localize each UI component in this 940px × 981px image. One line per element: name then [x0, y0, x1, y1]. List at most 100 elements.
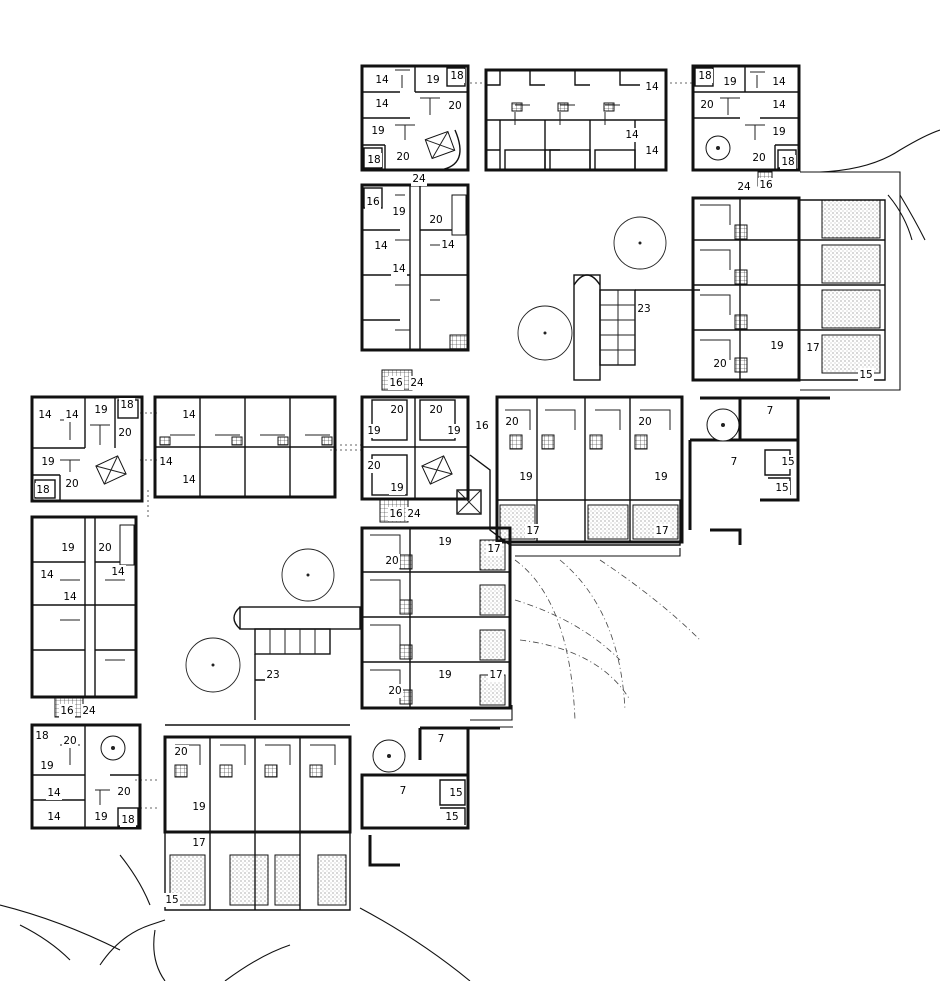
room-number-label: 24 [737, 181, 751, 193]
room-number-label: 23 [266, 669, 279, 681]
room-label-bg [388, 376, 404, 390]
room-number-label: 14 [40, 569, 54, 581]
room-label-bg [120, 813, 136, 827]
room-label-bg [373, 239, 389, 253]
room-label-bg [35, 483, 51, 497]
room-number-label: 14 [625, 129, 639, 141]
room-label-bg [433, 732, 449, 746]
room-number-label: 24 [412, 173, 426, 185]
room-number-label: 18 [36, 484, 49, 496]
room-number-label: 20 [63, 735, 76, 747]
room-label-bg [406, 507, 422, 521]
room-label-bg [644, 144, 660, 158]
room-number-label: 14 [772, 99, 786, 111]
room-number-label: 14 [392, 263, 406, 275]
room-number-label: 7 [731, 456, 738, 468]
room-number-label: 15 [449, 787, 462, 799]
block-west-wing [30, 515, 138, 718]
block-east-community [688, 396, 830, 545]
room-number-label: 19 [438, 536, 451, 548]
room-number-label: 19 [447, 425, 460, 437]
room-number-label: 20 [118, 427, 131, 439]
block-north-west-wing [360, 183, 470, 391]
room-label-bg [697, 69, 713, 83]
room-number-label: 14 [441, 239, 455, 251]
room-label-bg [389, 403, 405, 417]
room-number-label: 20 [396, 151, 409, 163]
room-label-bg [780, 455, 796, 469]
room-label-bg [699, 98, 715, 112]
room-label-bg [191, 800, 207, 814]
room-label-bg [93, 810, 109, 824]
room-number-label: 16 [366, 196, 380, 208]
room-label-bg [374, 73, 390, 87]
block-south-community [360, 726, 500, 867]
room-label-bg [525, 524, 541, 538]
room-label-bg [518, 470, 534, 484]
room-label-bg [428, 403, 444, 417]
room-label-bg [437, 535, 453, 549]
room-number-label: 17 [489, 669, 502, 681]
room-label-bg [64, 477, 80, 491]
room-label-bg [40, 455, 56, 469]
room-number-label: 7 [767, 405, 774, 417]
block-north-left-tower [360, 64, 470, 172]
room-number-label: 18 [698, 70, 711, 82]
room-number-label: 14 [182, 409, 196, 421]
room-label-bg [365, 195, 381, 209]
room-number-label: 19 [438, 669, 451, 681]
room-label-bg [395, 150, 411, 164]
room-label-bg [411, 172, 427, 186]
block-south-west-tower [30, 723, 142, 830]
room-number-label: 18 [367, 154, 380, 166]
room-label-bg [448, 786, 464, 800]
room-label-bg [758, 178, 774, 192]
block-east-row-middle [495, 395, 684, 544]
room-label-bg [265, 668, 281, 682]
room-number-label: 23 [637, 303, 650, 315]
room-number-label: 24 [82, 705, 96, 717]
room-label-bg [173, 745, 189, 759]
room-number-label: 14 [63, 591, 77, 603]
room-number-label: 19 [654, 471, 667, 483]
room-label-bg [37, 408, 53, 422]
central-walkway-south [233, 606, 361, 720]
room-number-label: 7 [438, 733, 445, 745]
room-label-bg [751, 151, 767, 165]
room-label-bg [428, 213, 444, 227]
room-number-label: 14 [374, 240, 388, 252]
room-label-bg [654, 524, 670, 538]
room-number-label: 24 [407, 508, 421, 520]
room-number-label: 14 [375, 74, 389, 86]
room-label-bg [474, 419, 490, 433]
room-number-label: 20 [713, 358, 726, 370]
room-label-bg [46, 810, 62, 824]
room-label-bg [425, 73, 441, 87]
room-number-label: 16 [389, 508, 403, 520]
room-number-label: 18 [781, 156, 794, 168]
room-label-bg [395, 784, 411, 798]
block-east-row-north [691, 196, 886, 382]
room-label-bg [64, 408, 80, 422]
room-label-bg [644, 80, 660, 94]
room-number-label: 19 [94, 811, 107, 823]
trees [185, 216, 667, 693]
room-label-bg [158, 455, 174, 469]
room-label-bg [388, 507, 404, 521]
room-label-bg [366, 153, 382, 167]
room-number-label: 17 [806, 342, 819, 354]
room-number-label: 15 [775, 482, 788, 494]
room-number-label: 17 [526, 525, 539, 537]
room-number-label: 20 [65, 478, 78, 490]
room-number-label: 20 [367, 460, 380, 472]
room-number-label: 14 [772, 76, 786, 88]
room-label-bg [181, 408, 197, 422]
room-number-labels: 14 19 18 14 20 19 20 18 14 14 14 18 19 14 20 14 19 20 18 24… [34, 69, 874, 907]
room-label-bg [488, 668, 504, 682]
room-number-label: 19 [392, 206, 405, 218]
room-number-label: 15 [445, 811, 458, 823]
room-label-bg [769, 339, 785, 353]
room-number-label: 16 [475, 420, 489, 432]
room-label-bg [391, 205, 407, 219]
